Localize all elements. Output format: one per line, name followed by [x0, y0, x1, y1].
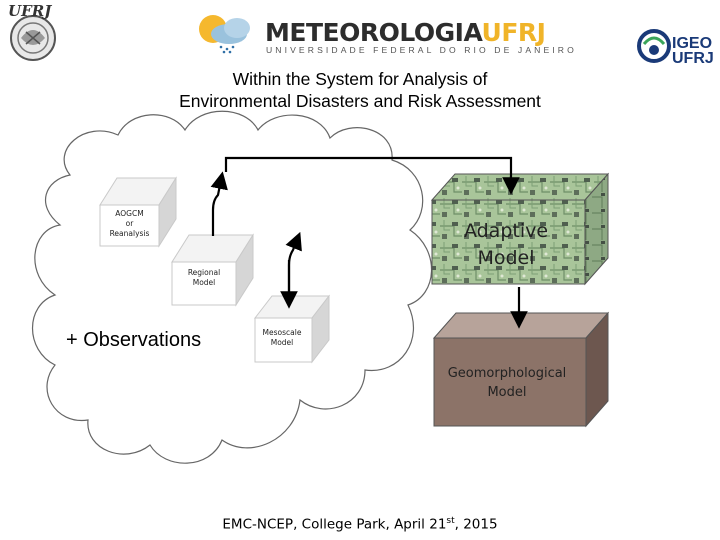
mesoscale-box: [253, 294, 331, 364]
adaptive-model-cube: [430, 172, 610, 286]
mesoscale-label-line1: Mesoscale: [262, 328, 302, 337]
title-line2: Environmental Disasters and Risk Assessm…: [179, 91, 541, 111]
brand-title: METEOROLOGIAUFRJ: [265, 18, 546, 47]
aogcm-label-line3: Reanalysis: [109, 229, 150, 238]
adaptive-model-label: Adaptive Model: [432, 218, 580, 272]
ufrj-logo-text: UFRJ: [8, 2, 52, 20]
aogcm-label: AOGCM or Reanalysis: [100, 209, 159, 239]
adaptive-label-line1: Adaptive: [463, 220, 549, 242]
footer-text-end: , 2015: [454, 516, 498, 533]
meteorologia-logo-icon: [193, 10, 257, 54]
regional-label-line1: Regional: [187, 268, 221, 277]
arrow-aogcm-regional: [210, 171, 228, 236]
regional-label-line2: Model: [192, 278, 216, 287]
igeo-globe-icon: [637, 29, 671, 63]
ufrj-seal-icon: [10, 15, 56, 61]
brand-accent: UFRJ: [481, 18, 546, 47]
mesoscale-label: Mesoscale Model: [255, 328, 309, 348]
igeo-line2: UFRJ: [672, 50, 714, 67]
geomorphological-model-cube: [432, 311, 610, 428]
footer-text: EMC-NCEP, College Park, April 21: [222, 516, 447, 533]
brand-main: METEOROLOGIA: [265, 18, 482, 47]
title-line1: Within the System for Analysis of: [232, 69, 488, 89]
slide-title: Within the System for Analysis of Enviro…: [0, 68, 720, 112]
igeo-line1: IGEO: [672, 35, 713, 52]
geomorphological-model-label: Geomorphological Model: [434, 364, 580, 402]
ufrj-logo: UFRJ: [6, 2, 62, 64]
igeo-logo: [636, 24, 716, 70]
geo-label-line2: Model: [487, 385, 527, 400]
brand-subtitle: UNIVERSIDADE FEDERAL DO RIO DE JANEIRO: [266, 45, 577, 55]
adaptive-label-line2: Model: [477, 247, 535, 269]
aogcm-label-line1: AOGCM: [115, 209, 144, 218]
igeo-text: IGEO UFRJ: [672, 35, 714, 67]
regional-label: Regional Model: [172, 268, 236, 288]
footer-sup: st: [446, 516, 455, 526]
observations-label: + Observations: [66, 329, 202, 351]
mesoscale-label-line2: Model: [270, 338, 294, 347]
footer-citation: EMC-NCEP, College Park, April 21st, 2015: [0, 516, 720, 533]
connector-to-adaptive: [224, 156, 520, 195]
geo-label-line1: Geomorphological: [447, 366, 567, 381]
aogcm-box: [99, 176, 177, 248]
aogcm-label-line2: or: [125, 219, 134, 228]
regional-box: [171, 233, 254, 307]
